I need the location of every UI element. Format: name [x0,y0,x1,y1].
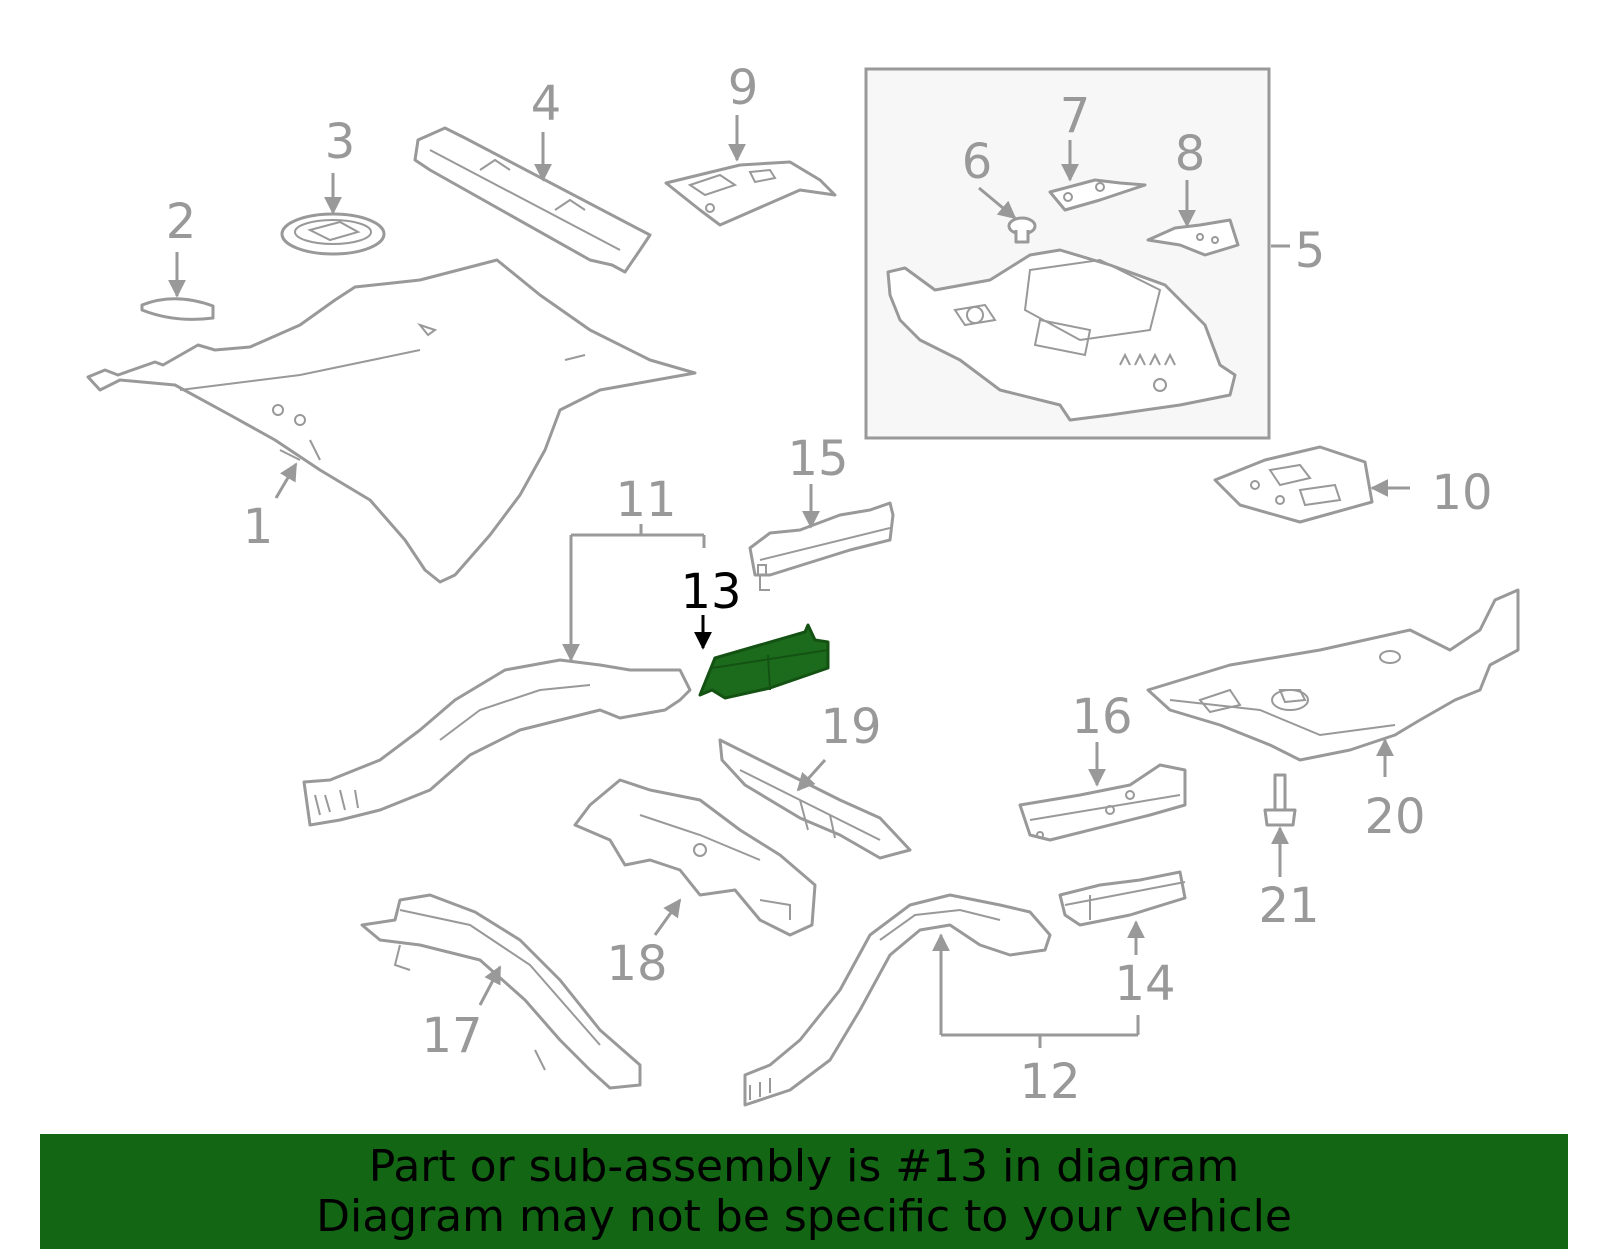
callout-11: 11 [615,472,676,528]
callout-3: 3 [325,114,356,170]
part-20-rear-floor[interactable] [1146,588,1520,762]
banner-line-2: Diagram may not be specific to your vehi… [316,1191,1292,1242]
callout-5: 5 [1295,223,1326,279]
callout-19: 19 [820,699,881,755]
banner-line-1: Part or sub-assembly is #13 in diagram [368,1141,1240,1192]
callout-21: 21 [1258,878,1319,934]
callout-14: 14 [1114,956,1175,1012]
part-12-side-rail[interactable] [743,893,1052,1107]
part-4-crossmember[interactable] [413,126,652,274]
callout-20: 20 [1364,789,1425,845]
callout-15: 15 [787,431,848,487]
part-17-side-member[interactable] [360,893,642,1090]
part-15-bracket[interactable] [748,501,895,591]
callout-2: 2 [166,194,197,250]
part-5-rear-floor-pan[interactable] [886,248,1237,422]
callout-1: 1 [243,499,274,555]
callout-17: 17 [421,1008,482,1064]
part-19-brace[interactable] [718,738,912,860]
part-21-bolt[interactable] [1263,773,1297,827]
part-10-bracket[interactable] [1213,445,1374,524]
part-3-grommet[interactable] [280,212,386,256]
part-18-bracket[interactable] [573,778,817,937]
parts-diagram: 1 2 3 4 5 6 7 8 9 10 11 12 13 14 15 16 1… [86,60,1520,1110]
part-1-floor-pan[interactable] [86,258,697,584]
callout-9: 9 [728,60,759,116]
callout-12: 12 [1019,1054,1080,1110]
part-7-bracket[interactable] [1048,178,1147,212]
callout-8: 8 [1175,126,1206,182]
part-13-reinforcement-highlighted[interactable] [698,623,830,700]
callout-18: 18 [606,936,667,992]
part-14-bracket[interactable] [1058,870,1187,927]
part-6-clip[interactable] [1007,216,1037,244]
callout-10: 10 [1431,465,1492,521]
callout-7: 7 [1060,88,1091,144]
callout-6: 6 [962,134,993,190]
part-9-bracket[interactable] [664,160,837,227]
callout-13: 13 [680,564,741,620]
callout-numbers: 1 2 3 4 5 6 7 8 9 10 11 12 13 14 15 16 1… [166,60,1493,1110]
part-2-plug[interactable] [140,297,215,321]
leader-lines [168,115,1410,1048]
part-16-bracket[interactable] [1018,763,1187,842]
callout-4: 4 [531,76,562,132]
part-11-side-rail[interactable] [302,658,692,827]
info-banner: Part or sub-assembly is #13 in diagram D… [40,1134,1568,1249]
callout-16: 16 [1071,689,1132,745]
